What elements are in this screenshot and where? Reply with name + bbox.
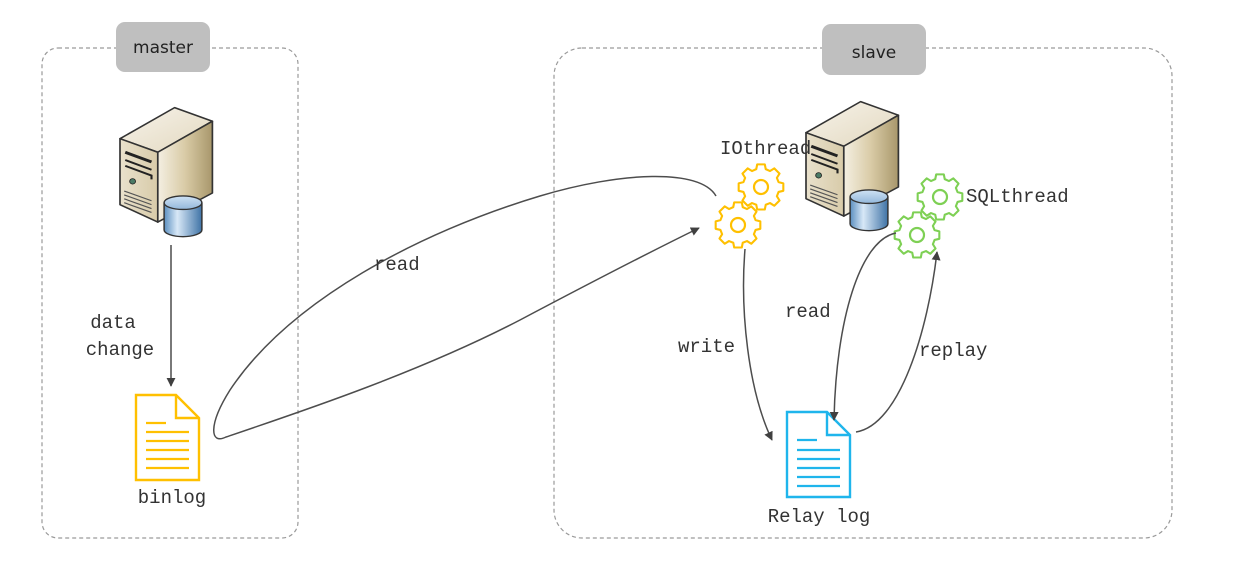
- write-label: write: [678, 336, 735, 358]
- sql-thread-label: SQLthread: [966, 186, 1069, 208]
- write-arrow: [742, 248, 773, 441]
- io-read-label: read: [374, 254, 420, 276]
- slave-server-icon: [804, 100, 900, 233]
- sql-read-arrow: [829, 232, 897, 421]
- io-thread-gears-icon: [714, 163, 785, 249]
- replay-label: replay: [919, 340, 987, 362]
- data-change-label-line1: data: [90, 312, 136, 334]
- sql-read-label: read: [785, 301, 831, 323]
- master-group-label: master: [133, 38, 193, 58]
- data-change-label-line2: change: [86, 339, 154, 361]
- io-thread-label: IOthread: [720, 138, 811, 160]
- sql-thread-gears-icon: [893, 173, 964, 259]
- relay-log-label: Relay log: [768, 506, 871, 528]
- io-read-loop-arrow: [213, 175, 717, 440]
- master-group: master: [41, 22, 299, 539]
- slave-group: slave: [553, 24, 1173, 539]
- binlog-label: binlog: [138, 487, 206, 509]
- master-group-tag: [116, 22, 210, 72]
- slave-group-tag: [822, 24, 926, 75]
- relay-log-document-icon: [785, 410, 852, 499]
- slave-group-label: slave: [852, 43, 897, 63]
- binlog-document-icon: [134, 393, 201, 482]
- replay-arrow: [855, 251, 941, 433]
- master-server-icon: [118, 106, 214, 239]
